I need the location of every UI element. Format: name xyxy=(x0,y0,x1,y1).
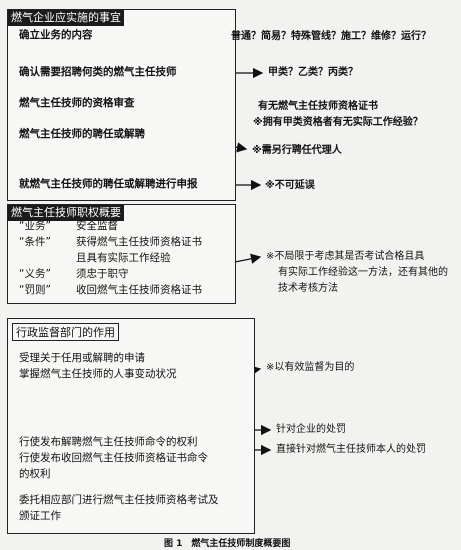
note-business-types: 普通？简易？特殊管线？施工？维修？运行？ xyxy=(231,31,431,42)
desc-penalty: 收回燃气主任技师资格证书 xyxy=(76,284,202,296)
admin-accept-applications: 受理关于任用或解聘的申请 xyxy=(19,352,145,364)
note-effective-supervision: ※以有效监督为目的 xyxy=(266,362,355,373)
note-no-delay: ※不可延误 xyxy=(265,180,315,191)
admin-track-personnel: 掌握燃气主任技师的人事变动状况 xyxy=(19,368,177,380)
term-condition: “条件” xyxy=(19,236,51,248)
enterprise-section-title: 燃气企业应实施的事宜 xyxy=(8,10,124,26)
admin-revoke-order: 行使发布收回燃气主任技师资格证书命令 xyxy=(19,452,208,464)
admin-section xyxy=(7,318,255,534)
term-obligation: “义务” xyxy=(19,268,51,280)
note-certificate: 有无燃气主任技师资格证书 xyxy=(258,101,378,112)
term-business: “业务” xyxy=(19,220,51,232)
step-appoint-dismiss: 燃气主任技师的聘任或解聘 xyxy=(19,128,145,140)
note-other-methods-3: 技术考核方法 xyxy=(278,283,338,294)
figure-caption: 图 1 燃气主任技师制度概要图 xyxy=(164,539,291,549)
note-experience: ※拥有甲类资格者有无实际工作经验？ xyxy=(253,117,423,128)
step-business-content: 确立业务的内容 xyxy=(19,29,93,41)
note-other-methods-2: 有实际工作经验这一方法，还有其他的 xyxy=(278,267,448,278)
note-other-methods-1: ※不局限于考虑其是否考试合格且具 xyxy=(266,251,425,262)
note-person-penalty: 直接针对燃气主任技师本人的处罚 xyxy=(276,444,426,455)
admin-entrust-exam: 委托相应部门进行燃气主任技师资格考试及 xyxy=(19,494,219,506)
step-report: 就燃气主任技师的聘任或解聘进行申报 xyxy=(19,178,198,190)
step-qualification-review: 燃气主任技师的资格审查 xyxy=(19,97,135,109)
step-confirm-class: 确认需要招聘何类的燃气主任技师 xyxy=(19,66,177,78)
enterprise-section: 燃气企业应实施的事宜 xyxy=(7,9,236,201)
note-classes: 甲类？乙类？丙类？ xyxy=(268,67,358,78)
admin-entrust-exam-2: 颁证工作 xyxy=(19,510,61,522)
term-penalty: “罚则” xyxy=(19,284,51,296)
admin-section-title: 行政监督部门的作用 xyxy=(12,323,119,341)
note-agent: ※需另行聘任代理人 xyxy=(252,145,342,156)
desc-condition: 获得燃气主任技师资格证书 xyxy=(76,236,202,248)
duties-section-title: 燃气主任技师职权概要 xyxy=(8,205,124,221)
desc-condition-2: 且具有实际工作经验 xyxy=(76,252,171,264)
duties-section: 燃气主任技师职权概要 xyxy=(7,204,236,304)
admin-dismiss-order: 行使发布解聘燃气主任技师命令的权利 xyxy=(19,436,198,448)
desc-obligation: 须忠于职守 xyxy=(76,268,129,280)
admin-revoke-order-2: 的权利 xyxy=(19,468,51,480)
note-company-penalty: 针对企业的处罚 xyxy=(276,424,346,435)
desc-business: 安全监督 xyxy=(76,220,118,232)
